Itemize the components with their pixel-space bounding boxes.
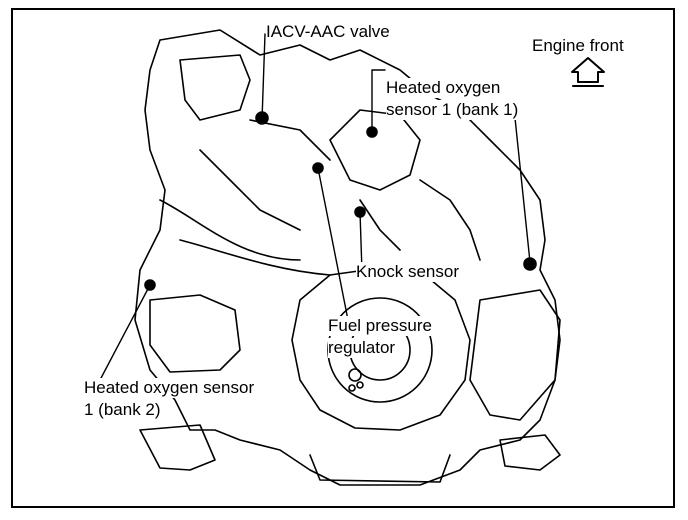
fuel-pressure-regulator-label-line2: regulator (328, 338, 396, 358)
engine-front-label: Engine front (532, 36, 624, 56)
iacv-aac-valve-label: IACV-AAC valve (266, 22, 390, 42)
engine-block (134, 29, 561, 486)
knock-sensor-label: Knock sensor (356, 262, 459, 282)
engine-front-arrow-icon (571, 57, 605, 87)
fuel-pressure-regulator-label-line1: Fuel pressure (328, 316, 432, 336)
heated-oxygen-sensor-bank1-label-line1: Heated oxygen (386, 78, 501, 98)
sensor-markers (144, 111, 537, 291)
heated-oxygen-sensor-bank2-label-line1: Heated oxygen sensor (84, 378, 255, 398)
heated-oxygen-sensor-bank1-label-line2: sensor 1 (bank 1) (386, 100, 519, 120)
heated-oxygen-sensor-bank2-label-line2: 1 (bank 2) (84, 400, 161, 420)
diagram-frame (11, 8, 675, 508)
